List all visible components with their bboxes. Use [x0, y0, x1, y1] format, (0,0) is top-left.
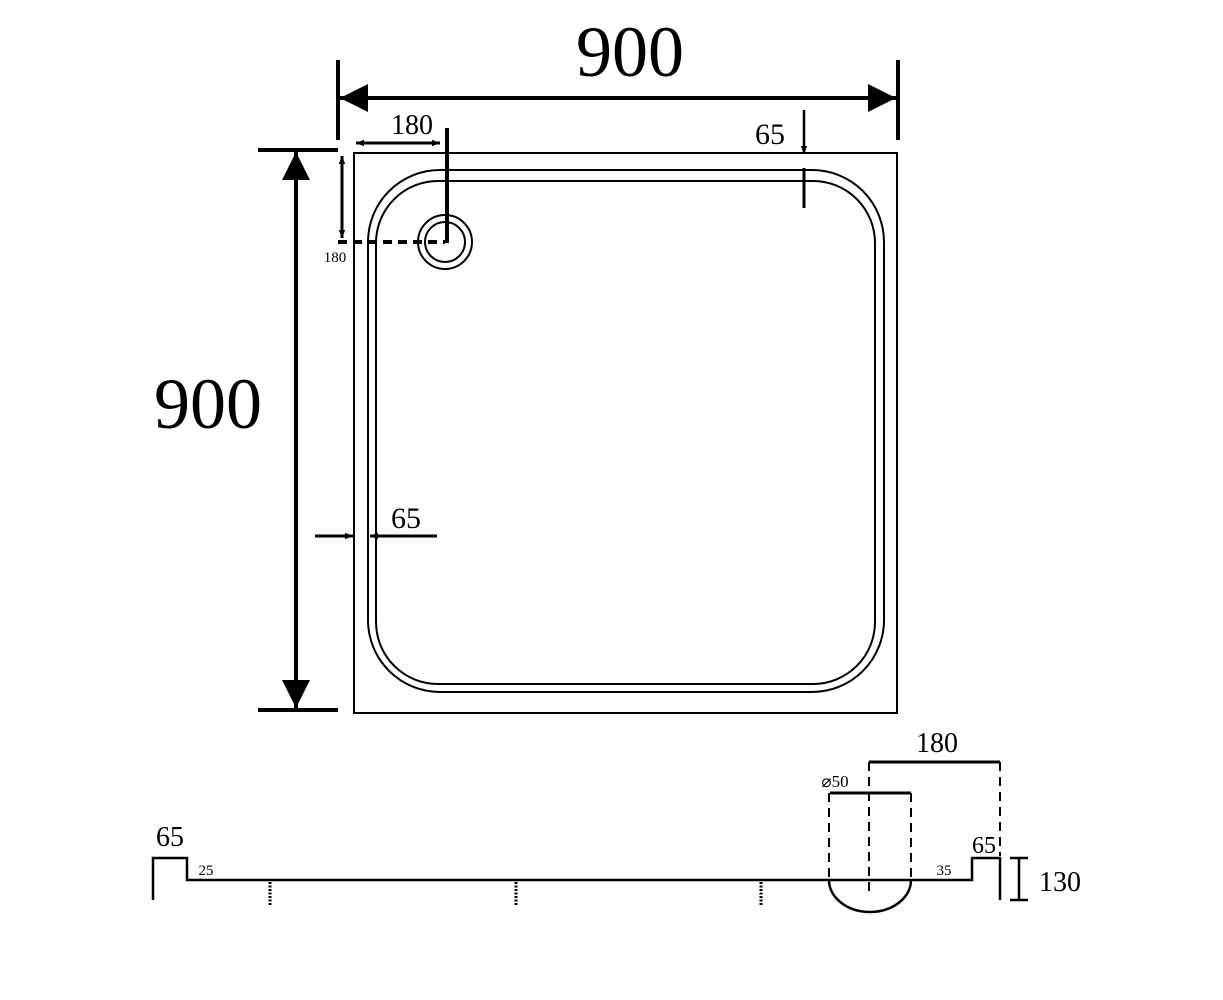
tray-basin-outer: [367, 169, 885, 693]
left-step-label: 25: [199, 863, 214, 879]
left-rim-label: 65: [156, 822, 184, 853]
drain-bowl: [827, 879, 913, 914]
rim-side-label: 65: [391, 502, 421, 535]
rim-top-label: 65: [755, 118, 785, 151]
side-view: [151, 760, 1028, 914]
right-step-label: 35: [937, 863, 952, 879]
tray-basin-inner: [375, 180, 876, 685]
tray-outline: [353, 152, 898, 714]
height-label: 900: [154, 364, 262, 444]
width-label: 900: [576, 12, 684, 92]
drain-offset-x-label: 180: [391, 110, 433, 141]
drain-diameter-label: ⌀50: [821, 772, 848, 791]
top-view: [258, 60, 900, 714]
tray-profile: [151, 856, 1002, 900]
drain-offset-label: 180: [916, 728, 958, 759]
side-height-label: 130: [1039, 867, 1081, 898]
drain-offset-y-label: 180: [324, 250, 347, 266]
right-rim-label: 65: [972, 833, 996, 859]
support-feet: [268, 882, 763, 906]
